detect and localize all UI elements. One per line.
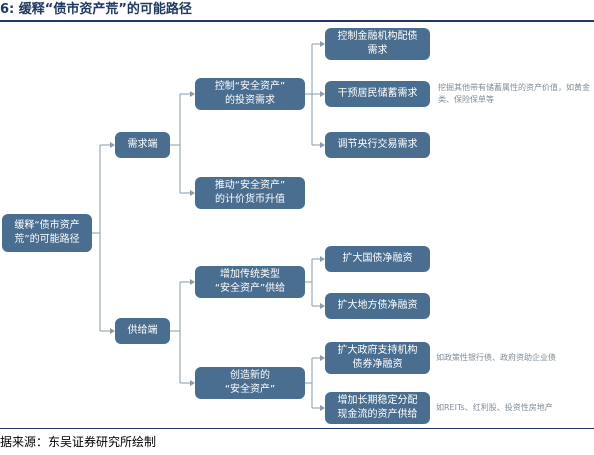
demand-label: 需求端	[127, 139, 158, 150]
expand-gov-support-line-1: 扩大政府支持机构	[337, 345, 418, 356]
supply-label: 供给端	[127, 325, 158, 336]
root-node: 缓释“债市资产 荒”的可能路径	[2, 214, 92, 252]
supply-new-line-2: “安全资产”	[224, 384, 276, 395]
supply-traditional-line-1: 增加传统类型	[220, 269, 280, 280]
increase-cashflow-line-1: 增加长期稳定分配	[337, 395, 418, 406]
supply-traditional-node: 增加传统类型 “安全资产”供给	[195, 266, 305, 298]
bottom-divider	[0, 428, 594, 429]
title-divider	[0, 20, 594, 22]
expand-gov-support-node: 扩大政府支持机构 债券净融资	[325, 342, 430, 374]
expand-local-node: 扩大地方债净融资	[325, 293, 430, 319]
source-note: 据来源：东吴证券研究所绘制	[0, 435, 157, 449]
supply-new-node: 创造新的 “安全资产”	[195, 367, 305, 399]
arrow-fin	[320, 41, 325, 47]
gov-support-note: 如政策性银行债、政府资助企业债	[436, 353, 556, 362]
arrow-local	[320, 303, 325, 309]
cashflow-note: 如REITs、红利股、投资性房地产	[436, 403, 553, 412]
arrow-control	[190, 91, 195, 97]
adjust-cb-label: 调节央行交易需求	[337, 139, 418, 150]
demand-push-line-1: 推动“安全资产”	[214, 180, 286, 191]
arrow-national	[320, 256, 325, 262]
increase-cashflow-line-2: 现金流的资产供给	[337, 409, 418, 420]
arrow-traditional	[190, 279, 195, 285]
root-line-2: 荒”的可能路径	[14, 234, 80, 245]
intervene-savings-label: 干预居民储蓄需求	[337, 88, 418, 99]
demand-push-node: 推动“安全资产” 的计价货币升值	[195, 177, 305, 209]
adjust-cb-node: 调节央行交易需求	[325, 132, 430, 158]
arrow-cashflow	[320, 405, 325, 411]
increase-cashflow-node: 增加长期稳定分配 现金流的资产供给	[325, 392, 430, 424]
savings-note: 挖掘其他带有储蓄属性的资产价值，如黄金类、保险保单等	[438, 83, 590, 104]
control-fin-node: 控制金融机构配债 需求	[325, 28, 430, 60]
arrow-push	[190, 190, 195, 196]
supply-traditional-line-2: “安全资产”供给	[214, 283, 286, 294]
demand-control-line-2: 的投资需求	[225, 95, 275, 106]
supply-new-line-1: 创造新的	[230, 370, 270, 381]
expand-national-label: 扩大国债净融资	[342, 253, 413, 264]
expand-local-label: 扩大地方债净融资	[337, 300, 418, 311]
root-line-1: 缓释“债市资产	[14, 220, 80, 231]
arrow-supply	[110, 328, 115, 334]
supply-node: 供给端	[115, 318, 170, 344]
expand-gov-support-line-2: 债券净融资	[352, 359, 403, 370]
arrow-gov-support	[320, 355, 325, 361]
arrow-savings	[320, 91, 325, 97]
arrow-new	[190, 380, 195, 386]
demand-node: 需求端	[115, 132, 170, 158]
demand-control-line-1: 控制“安全资产”	[214, 81, 286, 92]
intervene-savings-node: 干预居民储蓄需求	[325, 81, 430, 107]
expand-national-node: 扩大国债净融资	[325, 246, 430, 272]
figure-title: 6: 缓释“债市资产荒”的可能路径	[0, 2, 192, 17]
control-fin-line-1: 控制金融机构配债	[337, 31, 418, 42]
demand-control-node: 控制“安全资产” 的投资需求	[195, 78, 305, 110]
control-fin-line-2: 需求	[367, 45, 388, 56]
arrow-cb	[320, 142, 325, 148]
arrow-demand	[110, 142, 115, 148]
demand-push-line-2: 的计价货币升值	[215, 194, 285, 205]
